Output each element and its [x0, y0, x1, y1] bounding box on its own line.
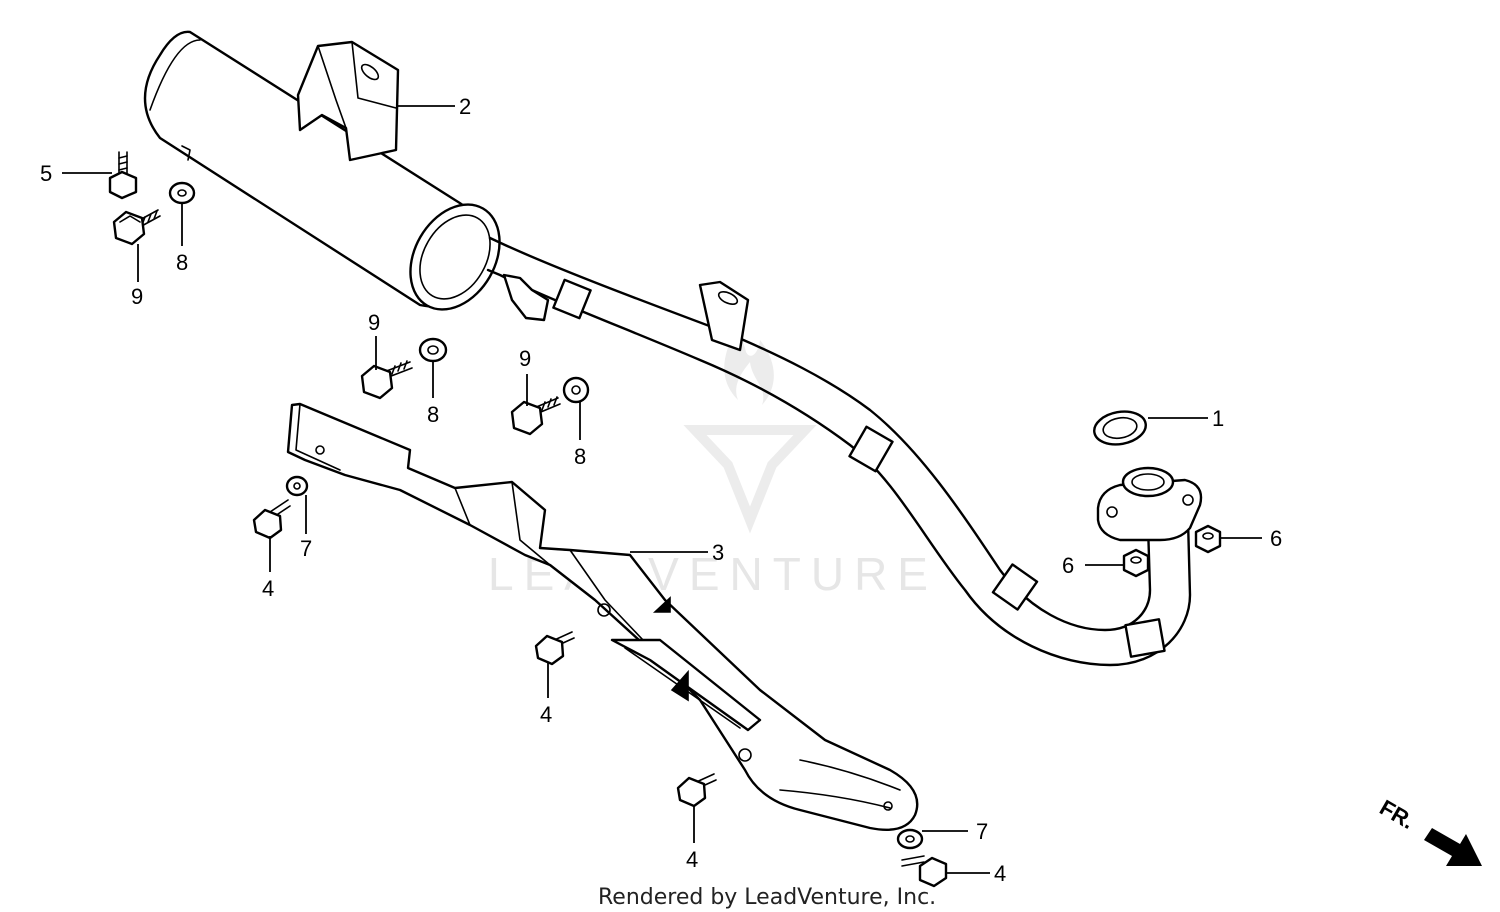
callout-bolt: 9 — [131, 284, 143, 309]
callout-bolt: 4 — [262, 576, 274, 601]
callout-bolt: 9 — [519, 346, 531, 371]
exhaust-pipe — [486, 236, 1203, 667]
muffler — [143, 30, 501, 311]
direction-label: FR. — [1376, 795, 1419, 834]
bolt-icon — [252, 499, 291, 540]
callouts: 1 2 3 4 4 4 4 5 6 6 7 7 8 8 8 8 9 9 9 — [40, 94, 1282, 886]
washer-icon — [562, 376, 590, 404]
bolt-icon — [112, 209, 161, 246]
bolt-icon — [360, 360, 413, 400]
nut-icon — [1194, 524, 1222, 554]
washer-icon — [896, 828, 924, 850]
callout-bolt: 4 — [686, 847, 698, 872]
render-credit: Rendered by LeadVenture, Inc. — [598, 885, 936, 910]
bolt-icon — [510, 396, 561, 436]
bolt-icon — [676, 773, 717, 808]
washer-icon — [168, 181, 196, 205]
gasket-icon — [1093, 410, 1147, 446]
bolt-icon — [901, 855, 948, 888]
callout-flange-bolt: 5 — [40, 161, 52, 186]
callout-washer: 8 — [176, 250, 188, 275]
callout-muffler: 2 — [459, 94, 471, 119]
washer-icon — [285, 475, 309, 497]
callout-washer: 7 — [976, 819, 988, 844]
callout-bolt: 4 — [994, 861, 1006, 886]
callout-washer: 8 — [574, 444, 586, 469]
callout-nut: 6 — [1062, 553, 1074, 578]
front-direction-arrow-icon: FR. — [1376, 795, 1482, 866]
callout-washer: 8 — [427, 402, 439, 427]
callout-bolt: 4 — [540, 702, 552, 727]
callout-gasket: 1 — [1212, 406, 1224, 431]
bolt-icon — [108, 151, 138, 200]
callout-heat-protector: 3 — [712, 540, 724, 565]
washer-icon — [418, 337, 448, 363]
nut-icon — [1122, 548, 1150, 578]
heat-protector — [286, 402, 919, 832]
callout-washer: 7 — [300, 536, 312, 561]
callout-bolt: 9 — [368, 310, 380, 335]
bolt-icon — [534, 631, 575, 666]
callout-nut: 6 — [1270, 526, 1282, 551]
leader-lines — [62, 105, 1262, 874]
